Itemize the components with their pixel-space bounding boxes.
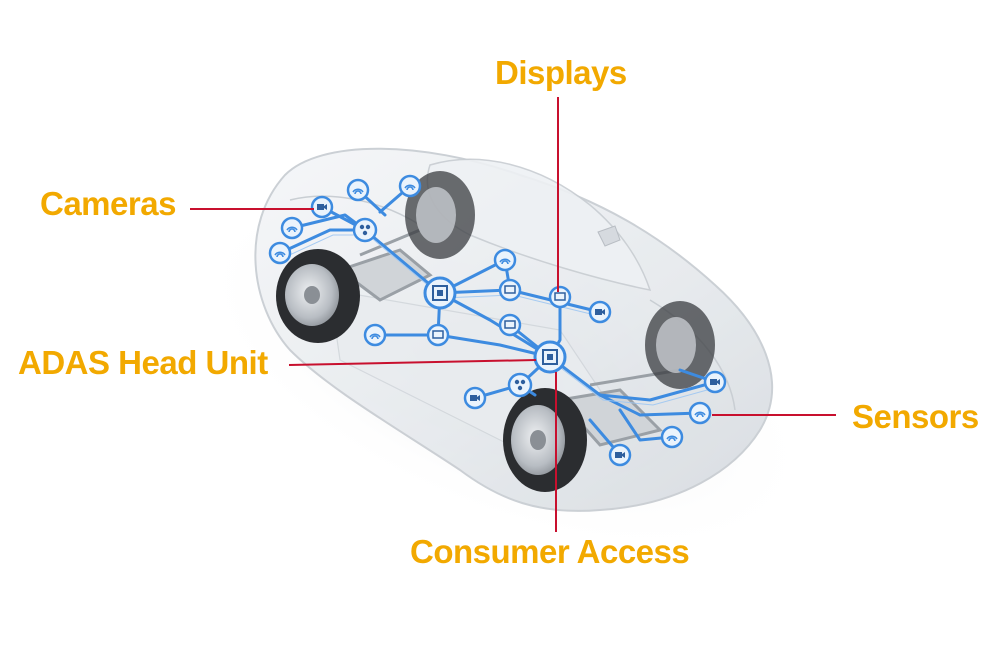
wheel-front-right [645,301,715,389]
display-node [426,323,450,347]
wheel-front-left [503,388,587,492]
camera-node [608,443,632,467]
wifi-sensor-node [493,248,517,272]
wifi-sensor-node [688,401,712,425]
camera-node [310,195,334,219]
camera-node [463,386,487,410]
consumer-access-label: Consumer Access [410,533,690,570]
camera-node [703,370,727,394]
wheel-rear-right [405,171,475,259]
adas-head-unit-node [533,340,567,374]
network-hub-node [507,372,533,398]
wifi-sensor-node [398,174,422,198]
display-node [548,285,572,309]
camera-node [588,300,612,324]
displays-label: Displays [495,54,627,91]
wifi-sensor-node [660,425,684,449]
display-node [498,313,522,337]
leader-line-adas [288,359,537,366]
wifi-sensor-node [363,323,387,347]
leader-lines [190,97,836,532]
processor-chip-node [423,276,457,310]
wheel-rear-left [276,249,360,343]
wifi-sensor-node [268,241,292,265]
network-hub-node [352,217,378,243]
cameras-label: Cameras [40,185,176,222]
wifi-sensor-node [280,216,304,240]
adas-head-unit-label: ADAS Head Unit [18,344,268,381]
display-node [498,278,522,302]
wifi-sensor-node [346,178,370,202]
sensors-label: Sensors [852,398,979,435]
